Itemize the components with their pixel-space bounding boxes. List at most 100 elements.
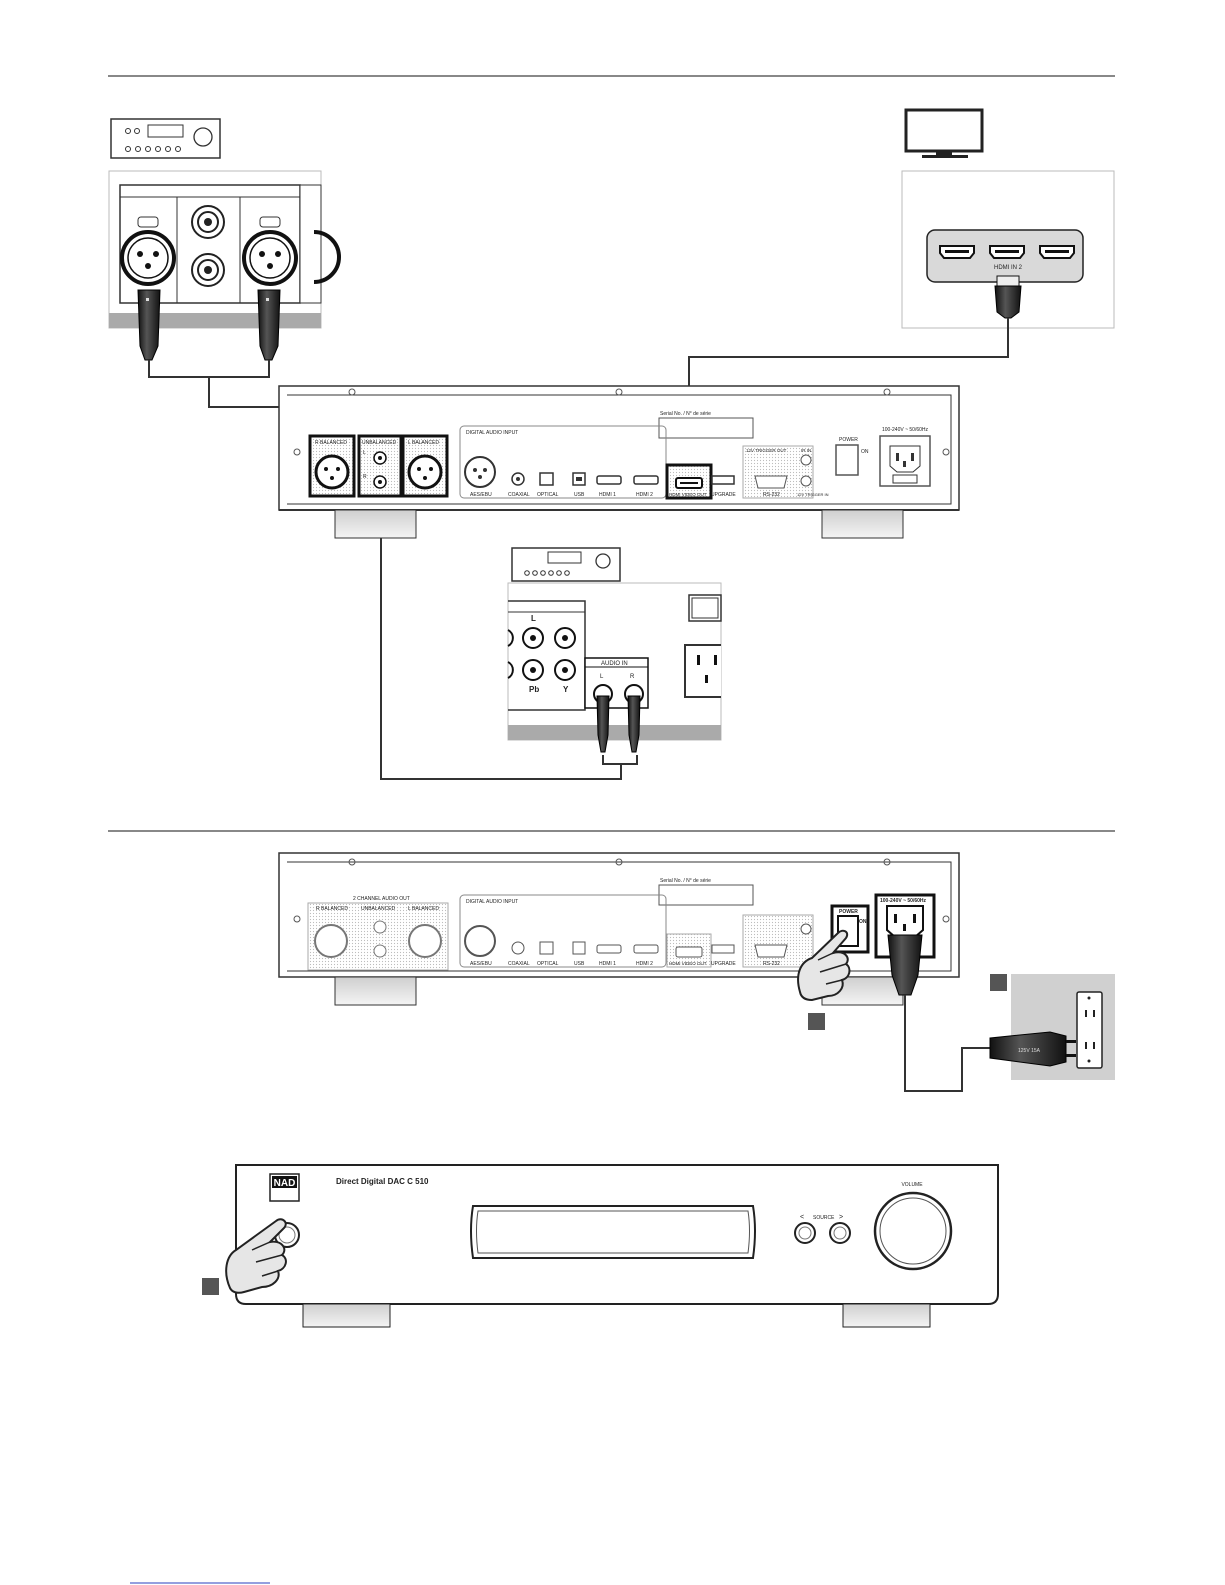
source-prev-label: < <box>800 1214 804 1221</box>
tv-hdmi-label: HDMI IN 2 <box>994 265 1023 271</box>
dac-hdmi2-in: HDMI 2 <box>633 475 659 498</box>
power-cord-plug <box>887 934 923 996</box>
power-button[interactable] <box>274 1222 300 1248</box>
source-next-label: > <box>839 1214 843 1221</box>
svg-text:Y: Y <box>563 685 569 694</box>
dac-coaxial-in: COAXIAL <box>508 472 530 498</box>
svg-text:AES/EBU: AES/EBU <box>470 961 492 967</box>
svg-text:UPGRADE: UPGRADE <box>711 961 736 967</box>
svg-text:RS-232: RS-232 <box>763 961 780 967</box>
dac-control-ports: 12V TRIGGER OUT IR IN RS-232 12V TRIGGER… <box>742 445 829 499</box>
svg-text:125V 15A: 125V 15A <box>1018 1048 1041 1054</box>
svg-text:OPTICAL: OPTICAL <box>537 961 559 967</box>
svg-text:UPGRADE: UPGRADE <box>711 492 736 498</box>
amp-xlr-input-left <box>120 216 176 286</box>
svg-text:HDMI VIDEO OUT: HDMI VIDEO OUT <box>669 492 707 497</box>
dac-r-balanced-out: R BALANCED <box>308 434 356 498</box>
svg-text:100-240V ~ 50/60Hz: 100-240V ~ 50/60Hz <box>882 427 929 433</box>
dac-rear-panel-top: Serial No. / N° de série R BALANCED UNBA… <box>278 385 960 539</box>
source-label: SOURCE <box>813 1215 835 1221</box>
dac-mains-socket: 100-240V ~ 50/60Hz <box>879 427 931 487</box>
svg-text:Pb: Pb <box>529 685 539 694</box>
tv-rear-panel: HDMI IN 2 <box>901 170 1115 329</box>
svg-text:R: R <box>363 474 367 480</box>
dac-power-switch: POWER ON <box>835 437 869 476</box>
amplifier-rear-panel <box>108 170 341 361</box>
dac-hdmi1-in: HDMI 1 <box>596 475 622 498</box>
serial-label-bottom: Serial No. / N° de série <box>660 878 711 884</box>
dac-l-balanced-out: L BALANCED <box>401 434 449 498</box>
wall-outlet: 125V 15A <box>989 974 1115 1080</box>
svg-text:L BALANCED: L BALANCED <box>408 440 439 446</box>
tv-hdmi-port-2 <box>989 245 1025 259</box>
svg-text:12V TRIGGER IN: 12V TRIGGER IN <box>797 492 829 497</box>
rca-plug-left <box>596 695 610 753</box>
svg-text:L: L <box>531 614 536 623</box>
dac-rear-panel-bottom: Serial No. / N° de série 2 CHANNEL AUDIO… <box>278 852 960 1006</box>
power-cord-cable <box>904 995 990 1092</box>
amp-rca-pair <box>191 205 225 287</box>
svg-text:L BALANCED: L BALANCED <box>408 906 439 912</box>
svg-text:R BALANCED: R BALANCED <box>315 440 347 446</box>
dac-front-panel: NAD Direct Digital DAC C 510 < SOURCE > … <box>235 1164 999 1328</box>
svg-text:HDMI 1: HDMI 1 <box>599 961 616 967</box>
source-next-button[interactable] <box>829 1222 851 1244</box>
hand-pointer-icon <box>797 929 851 1002</box>
dac-optical-in: OPTICAL <box>537 472 559 498</box>
rca-plug-right <box>627 695 641 753</box>
dac-hdmi-video-out: HDMI VIDEO OUT <box>665 463 713 500</box>
amplifier-icon <box>110 118 221 159</box>
tv-hdmi-port-1 <box>939 245 975 259</box>
svg-text:POWER: POWER <box>839 909 858 915</box>
dac-usb-in: USB <box>572 472 586 498</box>
svg-text:DIGITAL AUDIO INPUT: DIGITAL AUDIO INPUT <box>466 430 518 436</box>
source-prev-button[interactable] <box>794 1222 816 1244</box>
hdmi-plug-tv <box>994 275 1022 319</box>
svg-text:OPTICAL: OPTICAL <box>537 492 559 498</box>
svg-text:AUDIO IN: AUDIO IN <box>601 661 628 667</box>
wall-plug: 125V 15A <box>989 1031 1076 1067</box>
svg-text:COAXIAL: COAXIAL <box>508 492 530 498</box>
serial-label-top: Serial No. / N° de série <box>660 411 711 417</box>
svg-text:USB: USB <box>574 961 585 967</box>
dac-unbalanced-out: UNBALANCED L R <box>357 434 403 498</box>
svg-text:L: L <box>600 674 604 680</box>
step-marker-front-power <box>202 1278 219 1295</box>
model-name: Direct Digital DAC C 510 <box>336 1177 429 1186</box>
amp-xlr-input-right <box>242 216 298 286</box>
svg-text:RS-232: RS-232 <box>763 492 780 498</box>
svg-text:HDMI 1: HDMI 1 <box>599 492 616 498</box>
svg-text:IR IN: IR IN <box>801 448 811 453</box>
step-marker-wall-outlet <box>990 974 1007 991</box>
svg-text:HDMI 2: HDMI 2 <box>636 492 653 498</box>
dac-mains-socket-highlighted: 100-240V ~ 50/60Hz <box>874 893 936 959</box>
powered-speaker-icon <box>511 547 621 582</box>
svg-text:USB: USB <box>574 492 585 498</box>
xlr-plug-right <box>257 289 281 361</box>
svg-text:AES/EBU: AES/EBU <box>470 492 492 498</box>
svg-text:100-240V ~ 50/60Hz: 100-240V ~ 50/60Hz <box>880 898 927 904</box>
xlr-plug-left <box>137 289 161 361</box>
svg-text:NAD: NAD <box>274 1178 296 1189</box>
svg-text:L: L <box>363 450 366 456</box>
svg-text:R BALANCED: R BALANCED <box>316 906 348 912</box>
svg-text:12V TRIGGER OUT: 12V TRIGGER OUT <box>746 448 787 453</box>
dac-upgrade-port: UPGRADE <box>711 475 736 498</box>
volume-knob[interactable] <box>873 1191 953 1271</box>
svg-text:COAXIAL: COAXIAL <box>508 961 530 967</box>
dac-aes-ebu-in: AES/EBU <box>464 456 496 498</box>
svg-text:UNBALANCED: UNBALANCED <box>361 906 396 912</box>
svg-text:DIGITAL AUDIO INPUT: DIGITAL AUDIO INPUT <box>466 899 518 905</box>
rca-cable <box>380 500 638 780</box>
svg-text:HDMI VIDEO OUT: HDMI VIDEO OUT <box>669 961 707 966</box>
svg-text:R: R <box>630 674 635 680</box>
svg-text:ON: ON <box>861 449 869 455</box>
svg-text:ON: ON <box>859 919 867 925</box>
svg-text:POWER: POWER <box>839 437 858 443</box>
front-display <box>470 1205 756 1259</box>
tv-hdmi-port-3 <box>1039 245 1075 259</box>
nad-logo: NAD <box>269 1173 300 1202</box>
svg-text:2 CHANNEL AUDIO OUT: 2 CHANNEL AUDIO OUT <box>353 896 410 902</box>
step-marker-power-switch <box>808 1013 825 1030</box>
